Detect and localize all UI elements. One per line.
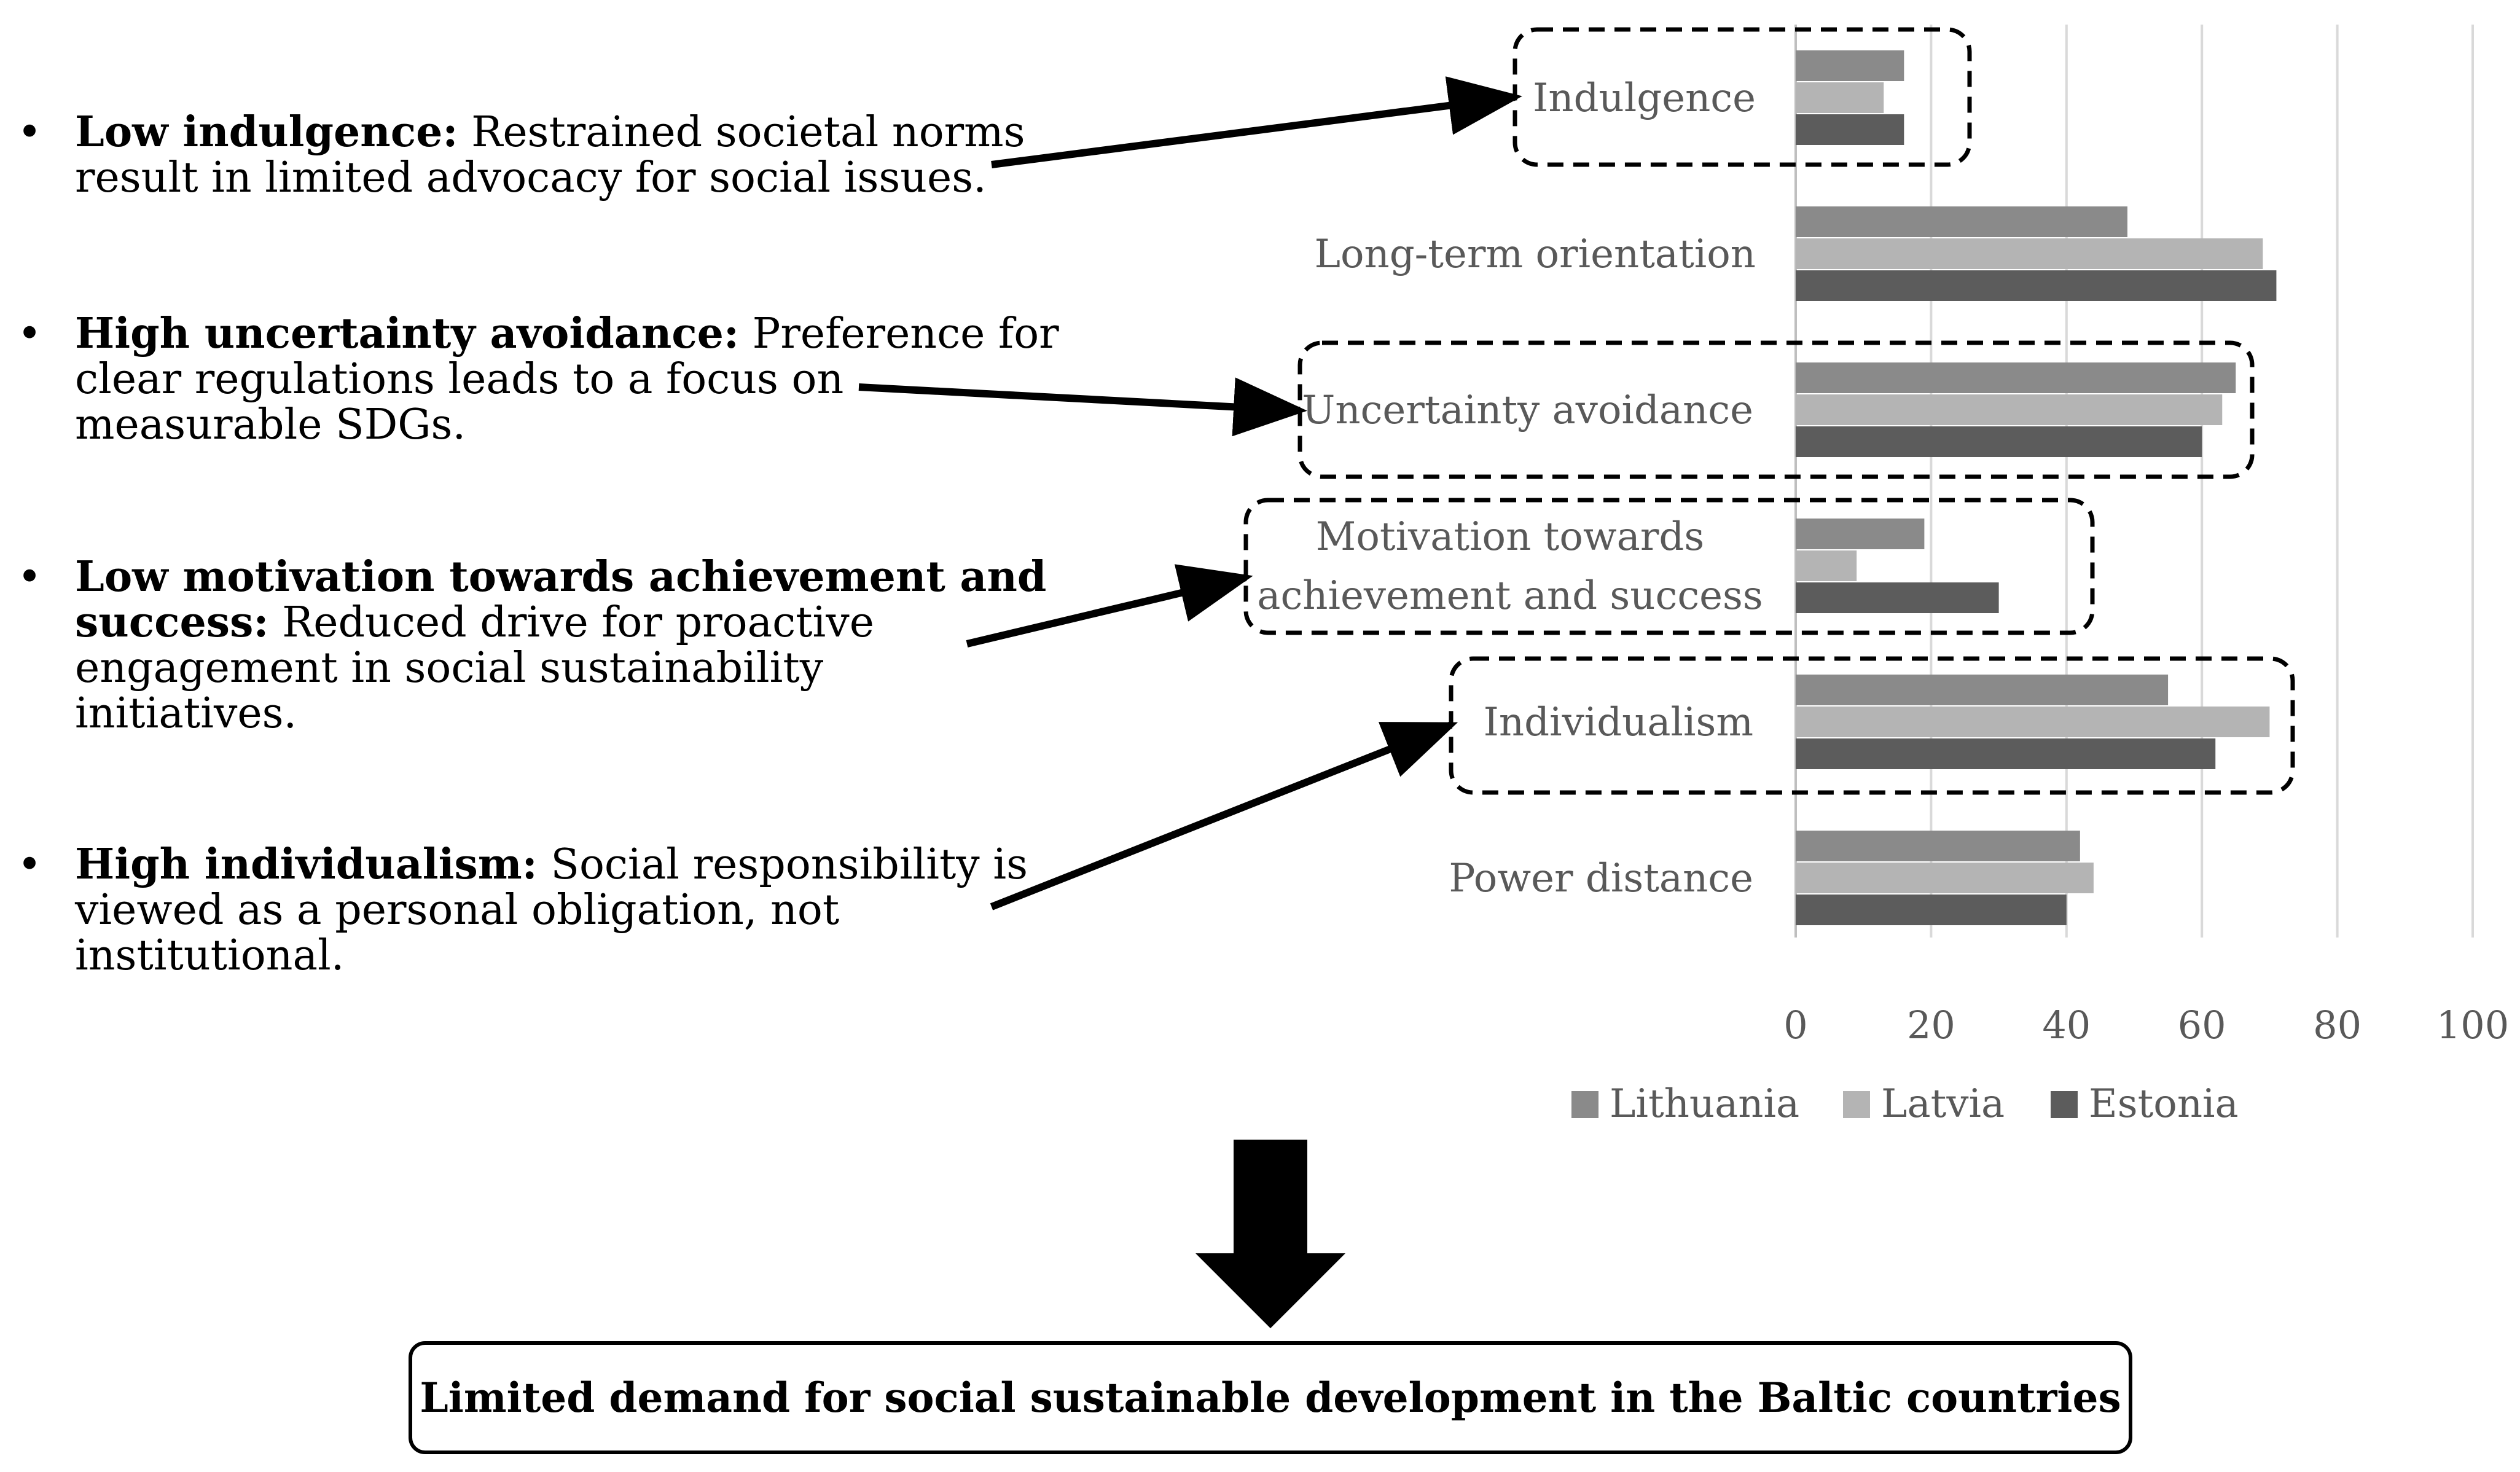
bar-lithuania-0 [1796,50,1904,81]
category-label: Power distance [1449,856,1753,901]
bullet-line: clear regulations leads to a focus on [75,355,843,404]
conclusion-text: Limited demand for social sustainable de… [420,1374,2121,1422]
legend-swatch-latvia [1843,1091,1870,1118]
bar-estonia-1 [1796,270,2277,301]
bullet-line: viewed as a personal obligation, not [74,886,839,934]
bullet-dot: • [17,840,42,889]
bar-latvia-5 [1796,863,2094,893]
legend-label: Estonia [2089,1081,2239,1127]
bar-estonia-4 [1796,738,2216,769]
bullet-list: • Low indulgence: Restrained societal nor… [17,108,1059,980]
connector-arrow-1 [858,377,1307,437]
legend: Lithuania Latvia Estonia [1571,1081,2239,1127]
connector-arrow-0 [991,76,1522,168]
x-tick-label: 80 [2313,1003,2362,1047]
bar-estonia-5 [1796,895,2067,925]
bullet-dot: • [17,310,42,358]
bullet-line: Low indulgence: Restrained societal norm… [75,108,1025,157]
x-tick-label: 100 [2436,1003,2509,1047]
connector-arrows [858,76,1522,910]
bullet-line: institutional. [75,931,344,980]
bullet-line: measurable SDGs. [75,401,466,449]
bullet-line: initiatives. [75,689,297,738]
legend-swatch-lithuania [1571,1091,1598,1118]
conclusion-box [409,1341,2132,1454]
gridlines [1794,25,2474,938]
bar-latvia-4 [1796,707,2270,737]
bar-lithuania-1 [1796,206,2127,237]
bar-lithuania-4 [1796,675,2169,705]
category-label: Individualism [1484,700,1753,745]
legend-label: Latvia [1881,1081,2005,1127]
highlight-box-1 [1297,340,2255,479]
bullet-line: result in limited advocacy for social is… [75,154,987,202]
down-arrow-icon [1195,1140,1345,1328]
bullet-line: success: Reduced drive for proactive [75,598,874,647]
bullet-dot: • [17,553,42,601]
bar-latvia-0 [1796,82,1884,113]
x-tick-label: 0 [1783,1003,1807,1047]
bullet-line: High uncertainty avoidance: Preference f… [75,309,1059,358]
bars [1796,50,2277,925]
legend-label: Lithuania [1610,1081,1799,1127]
x-tick-label: 40 [2042,1003,2091,1047]
bullet-line: Low motivation towards achievement and [75,552,1046,601]
bullet-dot: • [17,108,42,157]
bar-estonia-0 [1796,114,1904,145]
bar-lithuania-2 [1796,362,2236,393]
bar-latvia-1 [1796,238,2263,269]
bar-lithuania-3 [1796,519,1925,549]
category-label: Motivation towards [1316,514,1704,560]
x-tick-label: 20 [1907,1003,1955,1047]
category-label: Uncertainty avoidance [1302,388,1753,433]
bar-latvia-2 [1796,394,2223,425]
legend-swatch-estonia [2051,1091,2078,1118]
connector-arrow-2 [966,564,1253,648]
bullet-line: engagement in social sustainability [75,644,824,692]
category-label: achievement and success [1257,573,1763,619]
bar-estonia-3 [1796,582,1999,613]
bar-lithuania-5 [1796,831,2080,861]
connector-arrow-3 [990,721,1458,910]
x-tick-labels: 0 20 40 60 80 100 [1783,1003,2509,1047]
x-tick-label: 60 [2178,1003,2226,1047]
category-label: Indulgence [1533,76,1756,121]
bullet-line: High individualism: Social responsibilit… [75,840,1028,889]
category-label: Long-term orientation [1314,232,1756,277]
bar-latvia-3 [1796,550,1857,581]
bar-estonia-2 [1796,426,2202,457]
